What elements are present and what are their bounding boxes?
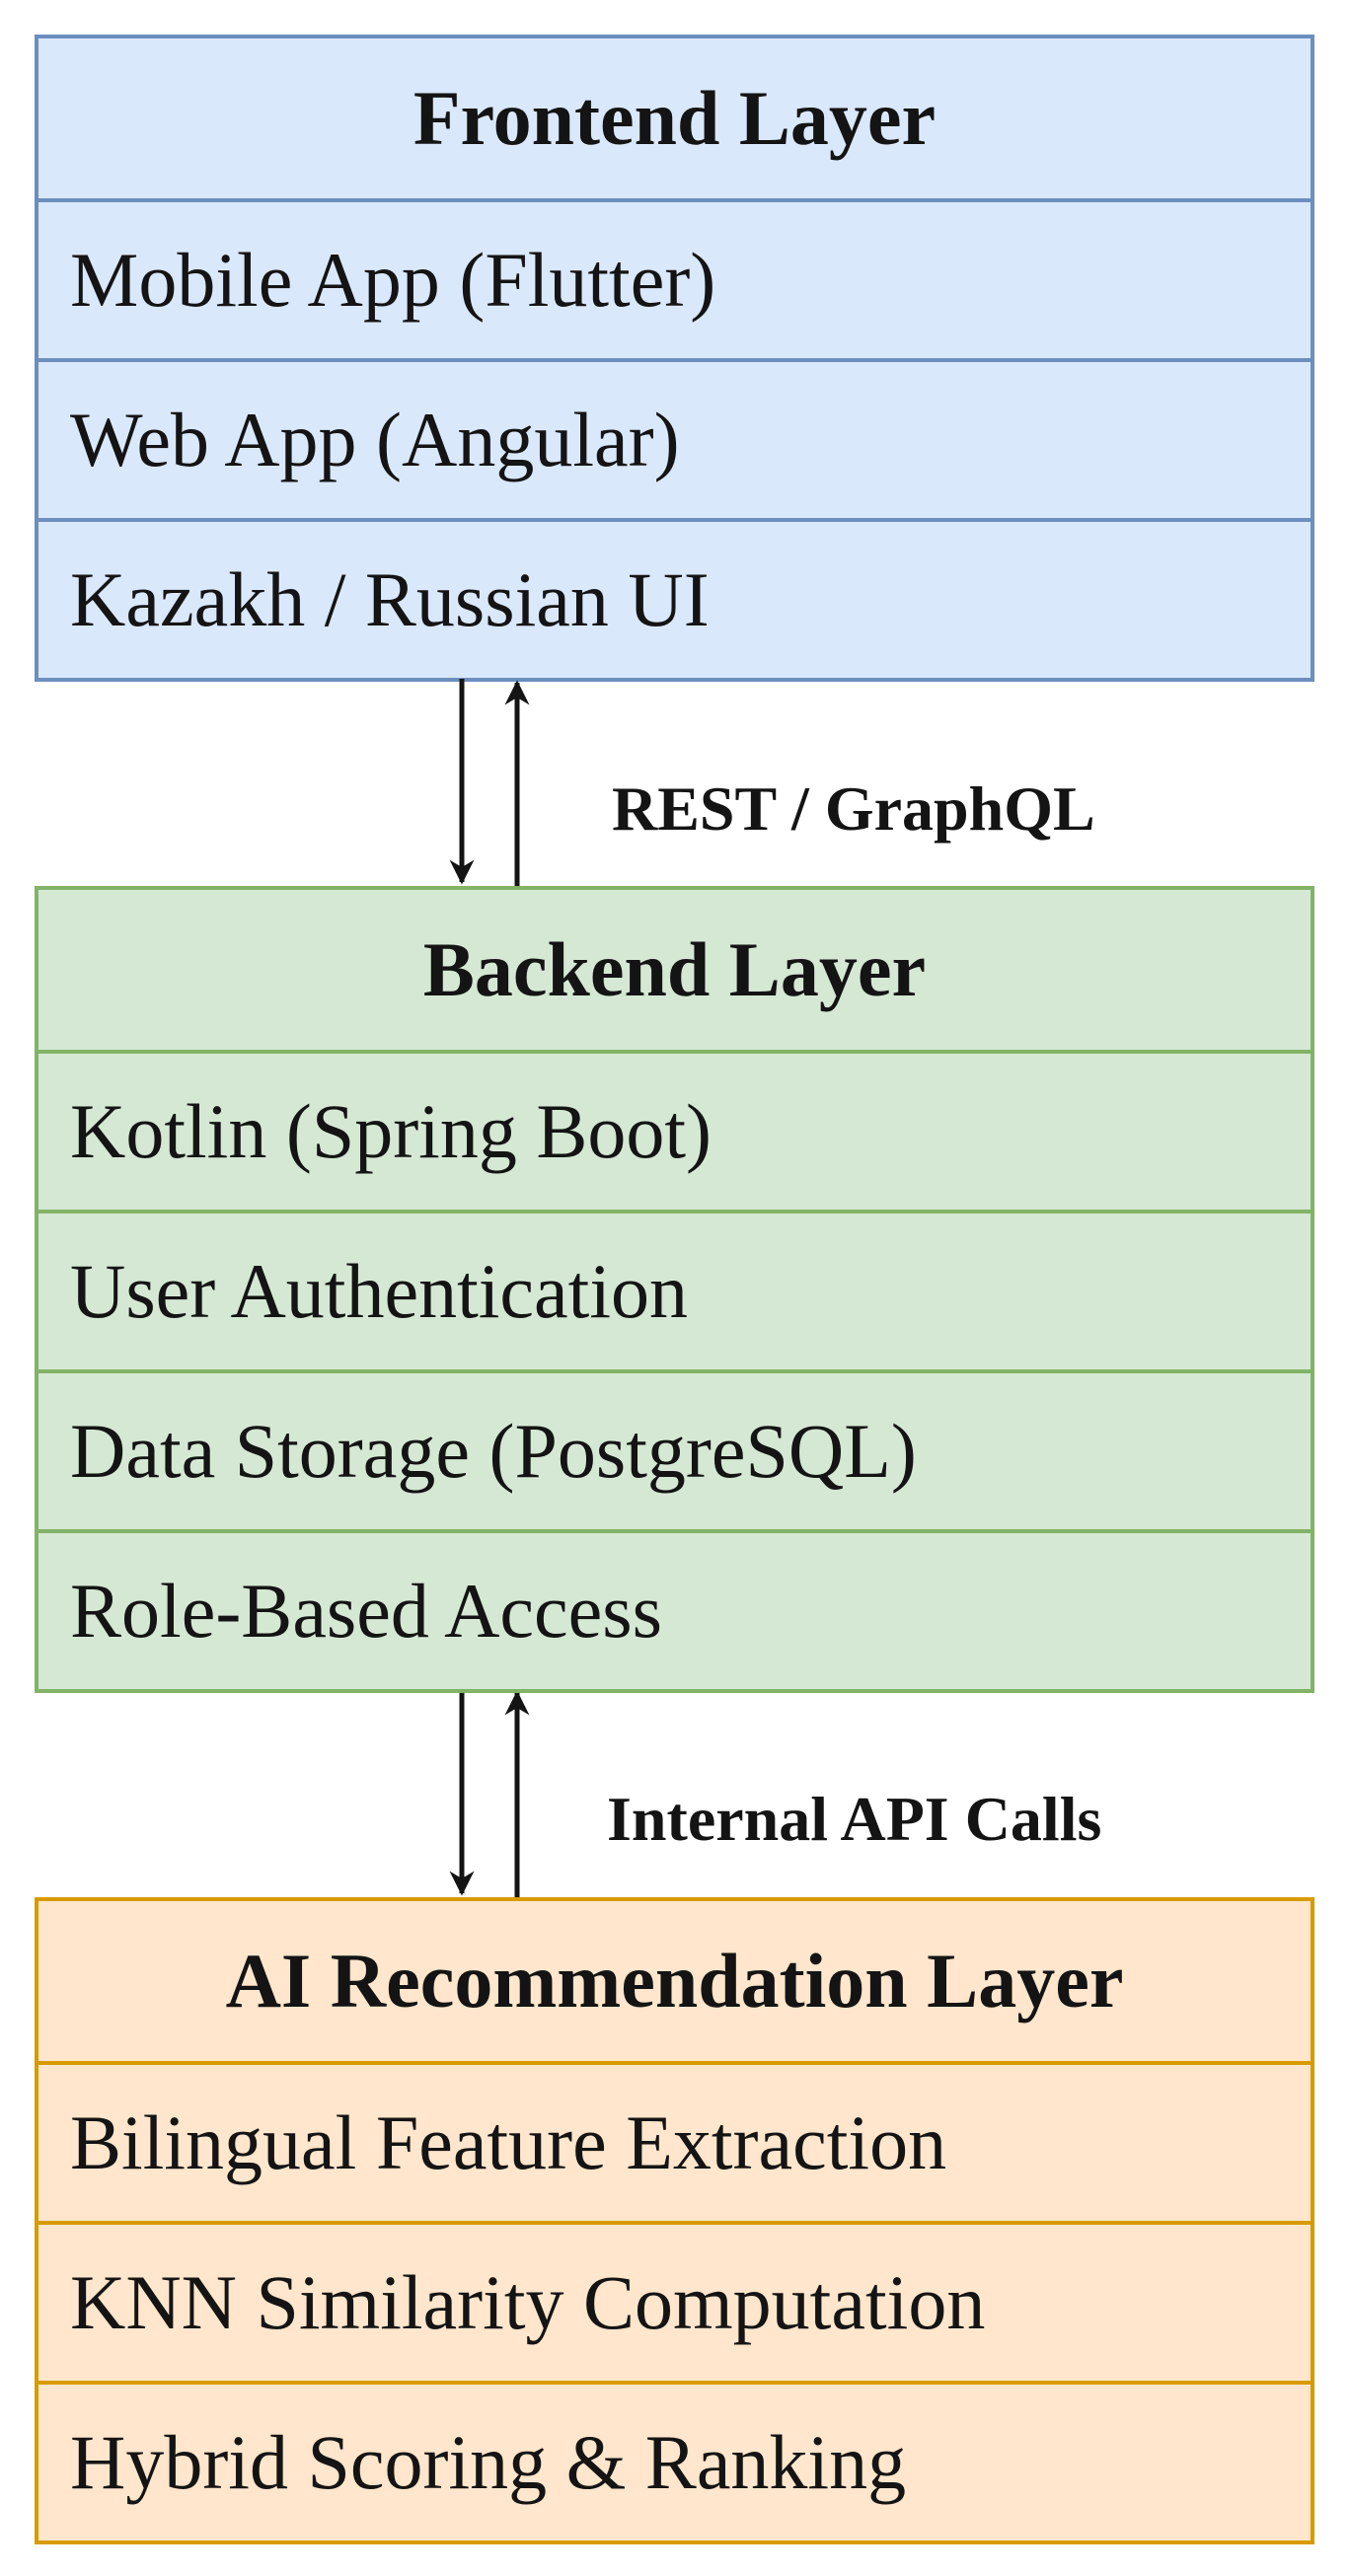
backend-layer-title: Backend Layer [422, 926, 927, 1012]
ai-item-hybrid-scoring: Hybrid Scoring & Ranking [38, 2381, 1311, 2540]
backend-item-data-storage: Data Storage (PostgreSQL) [38, 1369, 1311, 1529]
backend-item-user-authentication: User Authentication [38, 1210, 1311, 1369]
ai-item-feature-extraction: Bilingual Feature Extraction [38, 2061, 1311, 2221]
backend-layer-box: Backend Layer Kotlin (Spring Boot) User … [35, 886, 1314, 1693]
connection-label-rest-graphql: REST / GraphQL [612, 773, 1095, 844]
frontend-layer-title: Frontend Layer [412, 75, 937, 161]
connection-label-internal-api: Internal API Calls [607, 1784, 1102, 1854]
ai-layer-title: AI Recommendation Layer [225, 1938, 1124, 2024]
frontend-item-ui-languages: Kazakh / Russian UI [38, 518, 1311, 678]
frontend-layer-box: Frontend Layer Mobile App (Flutter) Web … [35, 35, 1314, 682]
frontend-item-web-app: Web App (Angular) [38, 358, 1311, 518]
backend-item-role-based-access: Role-Based Access [38, 1529, 1311, 1689]
frontend-item-mobile-app: Mobile App (Flutter) [38, 198, 1311, 358]
ai-layer-box: AI Recommendation Layer Bilingual Featur… [35, 1897, 1314, 2544]
ai-item-knn-similarity: KNN Similarity Computation [38, 2221, 1311, 2381]
backend-item-kotlin: Kotlin (Spring Boot) [38, 1050, 1311, 1210]
